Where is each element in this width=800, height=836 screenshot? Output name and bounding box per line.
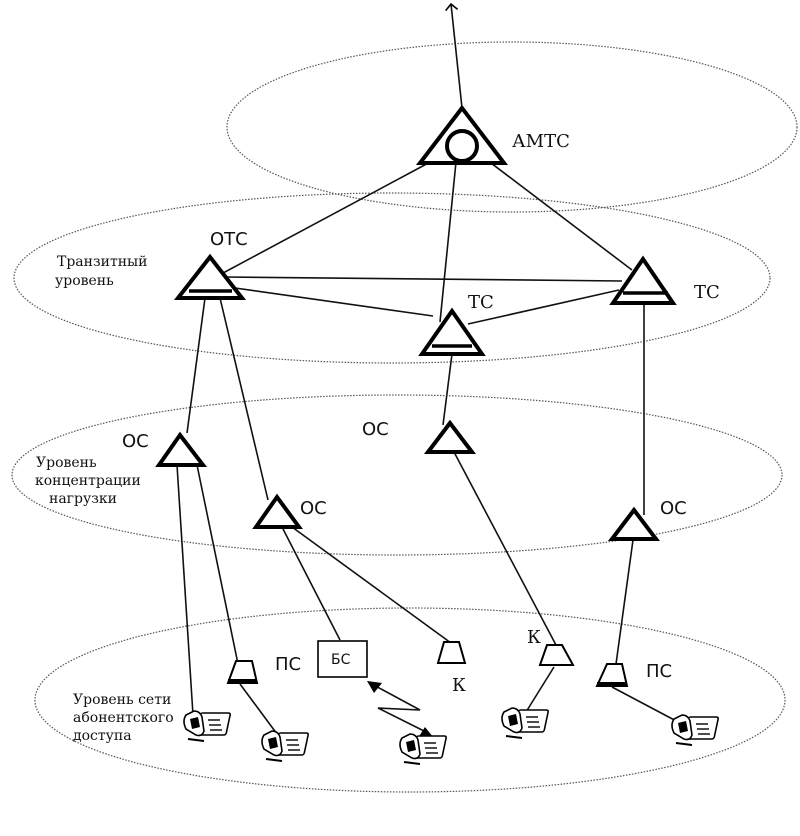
node-ts-center-label: ТС	[468, 292, 494, 313]
node-os-center-label: ОС	[362, 419, 389, 440]
link-os-center-k-right	[453, 451, 557, 646]
link-ts-center-ts-right	[467, 289, 620, 325]
node-k-center[interactable]: К	[436, 641, 467, 696]
node-k-center-label: К	[452, 675, 466, 696]
node-ps-right-label: ПС	[646, 661, 672, 682]
link-ots-os-left	[186, 297, 206, 434]
node-os-right[interactable]: ОС	[607, 498, 687, 541]
link-os-left-ps-left	[196, 464, 239, 665]
link-ots-ts-center	[227, 286, 434, 317]
link-ts-center-os-center	[442, 353, 453, 426]
node-os-mid-left-label: ОС	[300, 498, 327, 519]
link-os-right-ps-right	[615, 539, 634, 665]
layer-access-label: Уровень сети абонентского доступа	[73, 692, 178, 744]
phone-icon	[501, 707, 550, 739]
layer-transit	[13, 192, 771, 364]
phone-icon	[399, 733, 448, 765]
node-k-right[interactable]: К	[527, 627, 575, 666]
phone-icon	[183, 710, 232, 742]
link-amts-ots	[209, 159, 435, 281]
link-k-right-phone4	[525, 666, 555, 713]
node-ts-right[interactable]: ТС	[609, 255, 720, 305]
link-ots-os-mid-left	[219, 297, 269, 501]
layer-long-distance	[226, 41, 798, 213]
node-k-right-label: К	[527, 627, 541, 648]
layer-concentration	[11, 394, 783, 556]
node-os-right-label: ОС	[660, 498, 687, 519]
node-ots-label: ОТС	[210, 229, 248, 250]
link-uplink	[445, 2, 463, 109]
link-ps-right-phone5	[611, 686, 681, 724]
link-ps-left-phone2	[239, 683, 281, 739]
link-os-mid-left-bs	[281, 526, 341, 641]
layer-concentration-label: Уровень концентрации нагрузки	[35, 455, 145, 507]
link-ots-ts-right	[224, 276, 623, 282]
node-bs-label: БС	[331, 652, 351, 668]
node-amts[interactable]: АМТС	[415, 104, 570, 165]
node-ts-center[interactable]: ТС	[418, 292, 494, 356]
node-ots[interactable]: ОТС	[173, 229, 248, 300]
phone-icon	[261, 730, 310, 762]
node-ps-left[interactable]: ПС	[226, 654, 301, 684]
node-os-center[interactable]: ОС	[362, 419, 477, 454]
wireless-link	[367, 681, 433, 738]
node-os-left-label: ОС	[122, 431, 149, 452]
link-amts-ts-right	[486, 159, 633, 271]
node-os-left[interactable]: ОС	[122, 431, 208, 467]
link-amts-ts-center	[439, 161, 457, 323]
layer-transit-label: Транзитный уровень	[55, 254, 152, 289]
node-os-mid-left[interactable]: ОС	[252, 493, 327, 529]
node-ts-right-label: ТС	[694, 282, 720, 303]
phone-icon	[671, 714, 720, 746]
node-amts-label: АМТС	[512, 131, 570, 152]
links	[176, 2, 681, 739]
node-ps-right[interactable]: ПС	[595, 661, 672, 687]
node-bs[interactable]: БС	[317, 640, 368, 678]
link-os-mid-left-k-center	[291, 526, 452, 644]
node-ps-left-label: ПС	[275, 654, 301, 675]
layer-access	[34, 607, 786, 793]
link-os-left-phone1	[176, 464, 194, 716]
